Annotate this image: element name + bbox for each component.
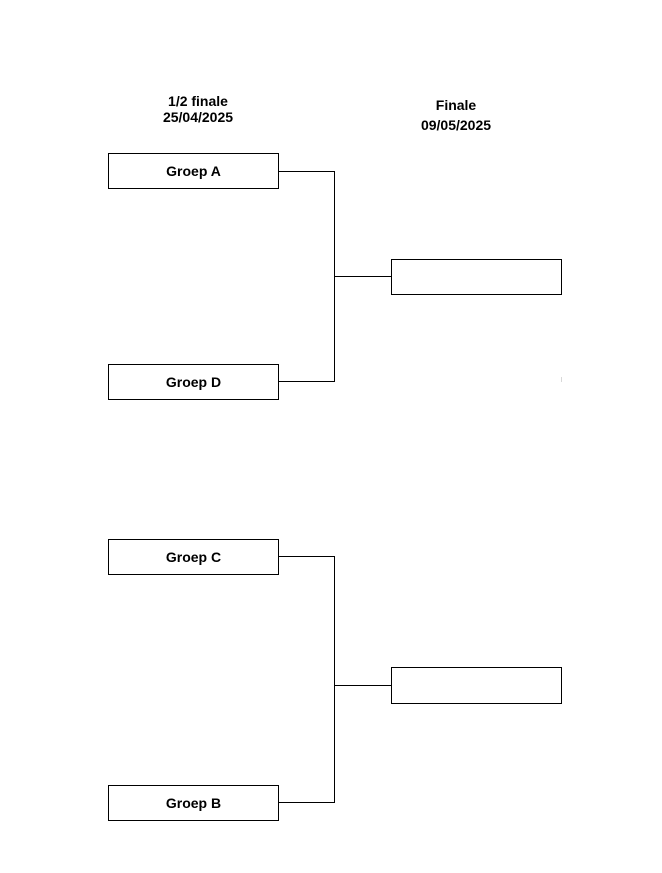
team-label: Groep C bbox=[165, 549, 222, 565]
semifinal-title: 1/2 finale bbox=[168, 93, 228, 109]
team-label: Groep B bbox=[165, 795, 222, 811]
team-label: Groep D bbox=[165, 374, 222, 390]
connector-line bbox=[334, 276, 391, 277]
team-label: Groep A bbox=[166, 163, 221, 179]
final-title: Finale bbox=[435, 97, 477, 113]
connector-line bbox=[279, 381, 335, 382]
semifinal-heading: 1/2 finale 25/04/2025 bbox=[128, 93, 268, 125]
final-slot-bottom bbox=[391, 667, 562, 704]
connector-line bbox=[334, 556, 335, 803]
final-heading: Finale 09/05/2025 bbox=[386, 97, 526, 133]
connector-line bbox=[279, 556, 335, 557]
final-slot-top bbox=[391, 259, 562, 295]
connector-line bbox=[279, 802, 335, 803]
artifact-mark bbox=[561, 377, 562, 382]
match-slot-groep-c: Groep C bbox=[108, 539, 279, 575]
match-slot-groep-d: Groep D bbox=[108, 364, 279, 400]
semifinal-date: 25/04/2025 bbox=[162, 109, 234, 125]
match-slot-groep-a: Groep A bbox=[108, 153, 279, 189]
connector-line bbox=[334, 685, 391, 686]
match-slot-groep-b: Groep B bbox=[108, 785, 279, 821]
connector-line bbox=[279, 171, 335, 172]
final-date: 09/05/2025 bbox=[420, 117, 492, 133]
